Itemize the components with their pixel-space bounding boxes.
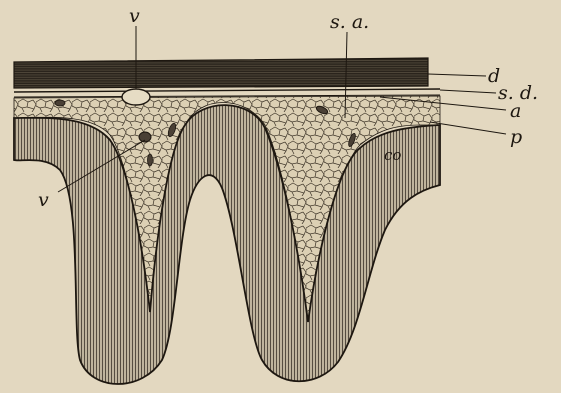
leader-d: [428, 74, 486, 76]
label-a: a: [510, 100, 521, 122]
label-p: p: [510, 126, 522, 148]
vessel-small-1: [55, 100, 65, 106]
dura-mater-band: [14, 58, 428, 88]
vessel-top: [122, 89, 150, 105]
label-co: co: [384, 146, 401, 164]
leader-p: [430, 122, 506, 134]
label-sa: s. a.: [330, 11, 369, 33]
subdural-space-line: [14, 89, 440, 92]
vessel-small-4: [148, 154, 153, 166]
cortex-gyri: [14, 105, 440, 384]
leader-sd: [440, 90, 496, 93]
label-v-top: v: [129, 5, 140, 27]
label-v-left: v: [38, 189, 49, 211]
